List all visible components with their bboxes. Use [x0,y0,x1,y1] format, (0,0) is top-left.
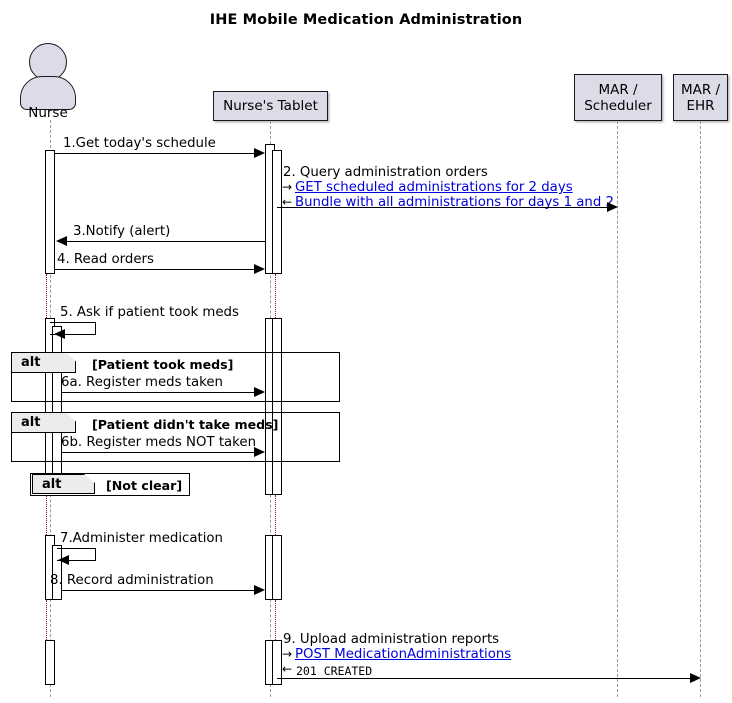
participant-box-ehr[interactable]: MAR / EHR [673,74,728,121]
message-arrowhead-7 [58,555,69,565]
message-arrowhead-5 [54,329,65,339]
message-arrowhead-9 [690,673,701,683]
message-label-6b: 6b. Register meds NOT taken [61,435,257,450]
lifeline-gap-nurse-1 [46,274,47,318]
fragment-alt-2 [11,412,340,462]
diagram-title: IHE Mobile Medication Administration [209,12,523,28]
message-label-1: 1.Get today's schedule [63,136,216,151]
response-direction-marker-2: ← [282,195,293,209]
fragment-condition-alt-2: [Patient didn't take meds] [92,417,279,432]
message-line-1 [55,153,255,154]
participant-label-nurse: Nurse [28,105,68,121]
message-line-9 [277,678,696,679]
message-line-8 [62,590,255,591]
self-message-loop-7 [57,548,96,561]
message-arrowhead-8 [254,585,265,595]
message-line-3 [60,241,265,242]
fragment-condition-alt-3: [Not clear] [106,478,183,493]
activation-bar-tablet-4-nested [272,640,282,685]
message-label-8: 8. Record administration [50,573,214,588]
activation-bar-tablet-1-nested [272,150,282,274]
message-line-4 [55,269,255,270]
message-arrowhead-6b [254,447,265,457]
message-line-6a [62,392,255,393]
message-label-9: 9. Upload administration reports [283,632,500,647]
message-response-status-9: 201 CREATED [296,664,373,678]
message-request-link-9[interactable]: POST MedicationAdministrations [295,647,512,662]
lifeline-scheduler [617,121,618,697]
participant-label-scheduler-line1: MAR / [598,81,638,98]
response-direction-marker-9: ← [282,662,293,676]
lifeline-gap-tablet-1 [275,274,276,318]
message-label-6a: 6a. Register meds taken [61,375,223,390]
message-label-7: 7.Administer medication [60,531,223,546]
message-arrowhead-6a [254,387,265,397]
fragment-keyword-alt-3: alt [32,474,95,494]
message-label-2: 2. Query administration orders [283,165,488,180]
message-label-5: 5. Ask if patient took meds [60,305,239,320]
message-arrowhead-4 [254,264,265,274]
participant-label-ehr-line1: MAR / [680,81,721,98]
request-direction-marker-2: → [282,180,293,194]
participant-label-ehr-line2: EHR [686,97,715,114]
message-arrowhead-2 [607,202,618,212]
actor-head-icon [29,43,67,81]
message-line-2 [277,207,613,208]
request-direction-marker-9: → [282,647,293,661]
fragment-condition-alt-1: [Patient took meds] [92,357,234,372]
lifeline-gap-nurse-3 [46,600,47,640]
participant-label-tablet: Nurse's Tablet [223,98,318,114]
participant-box-scheduler[interactable]: MAR / Scheduler [574,74,662,121]
lifeline-gap-tablet-2 [275,495,276,535]
fragment-keyword-alt-2: alt [11,412,76,433]
message-arrowhead-3 [56,236,67,246]
activation-bar-nurse-3-nested [52,545,62,600]
activation-bar-nurse-1 [45,150,55,274]
fragment-keyword-alt-1: alt [11,352,76,373]
actor-body-icon [20,76,76,110]
message-response-link-2[interactable]: Bundle with all administrations for days… [295,195,614,210]
lifeline-ehr [700,121,701,697]
activation-bar-tablet-3-nested [272,535,282,600]
self-message-loop-5 [50,322,96,335]
message-request-link-2[interactable]: GET scheduled administrations for 2 days [295,180,573,195]
message-line-6b [62,452,255,453]
lifeline-gap-nurse-2 [46,495,47,535]
lifeline-gap-tablet-3 [275,600,276,640]
fragment-alt-1 [11,352,340,402]
message-label-4: 4. Read orders [57,252,154,267]
activation-bar-tablet-2-nested [272,318,282,495]
participant-box-tablet[interactable]: Nurse's Tablet [213,91,328,121]
activation-bar-nurse-4 [45,640,55,685]
participant-label-scheduler-line2: Scheduler [584,97,652,114]
message-label-3: 3.Notify (alert) [73,224,171,239]
message-arrowhead-1 [254,148,265,158]
